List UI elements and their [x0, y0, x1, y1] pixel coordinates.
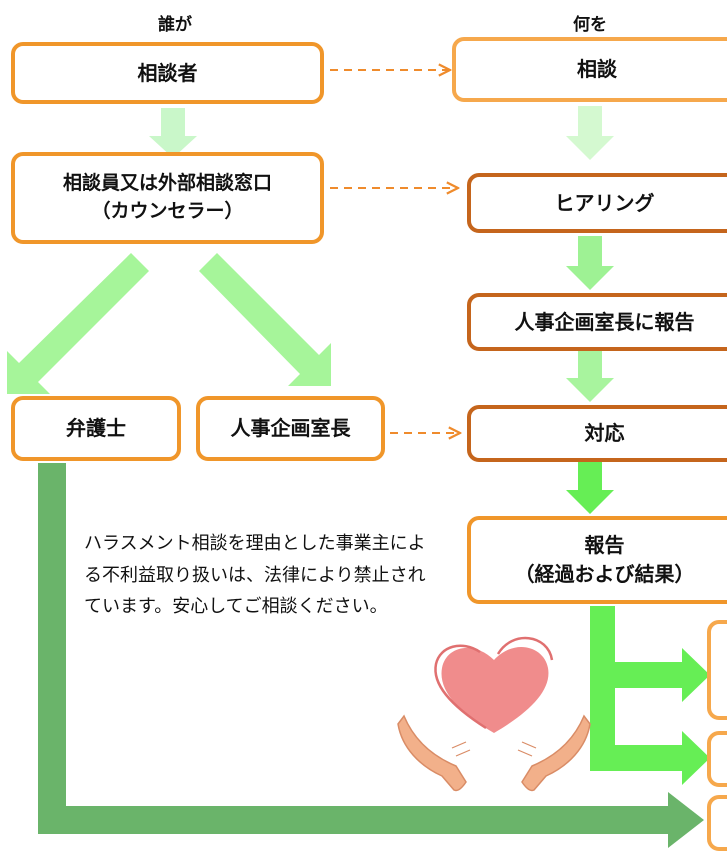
header-what: 何を — [573, 15, 607, 35]
branch-arrow — [590, 606, 710, 785]
arrow-consult-to-hearing — [566, 106, 614, 160]
box-consultant: 相談者 — [11, 42, 324, 104]
box-report-to-head-label: 人事企画室長に報告 — [514, 309, 695, 334]
box-counselor-line2: （カウンセラー） — [91, 200, 244, 222]
protection-note: ハラスメント相談を理由とした事業主による不利益取り扱いは、法律により禁止されてい… — [84, 533, 426, 617]
box-consultation-label: 相談 — [577, 57, 617, 81]
heart-in-hands-icon — [397, 637, 591, 792]
arrow-consultant-to-counselor — [149, 108, 197, 158]
box-counselor: 相談員又は外部相談窓口 （カウンセラー） — [11, 152, 324, 244]
box-response-label: 対応 — [584, 421, 625, 445]
box-final-report-line1: 報告 — [584, 533, 625, 557]
header-who: 誰が — [158, 15, 192, 35]
arrow-report-to-response — [566, 351, 614, 402]
offscreen-box-2 — [707, 731, 727, 787]
box-hearing: ヒアリング — [467, 173, 727, 233]
box-hr-head: 人事企画室長 — [196, 396, 385, 461]
arrow-counselor-to-lawyer — [7, 253, 149, 394]
arrow-counselor-to-hr-head — [199, 253, 331, 386]
box-response: 対応 — [467, 405, 727, 462]
box-final-report-line2: （経過および結果） — [514, 562, 695, 586]
box-consultation: 相談 — [452, 37, 727, 102]
offscreen-box-3 — [707, 795, 727, 851]
box-report-to-head: 人事企画室長に報告 — [467, 293, 727, 351]
lawyer-long-arrow — [38, 463, 704, 848]
box-hearing-label: ヒアリング — [554, 190, 655, 215]
offscreen-box-1 — [707, 620, 727, 720]
box-consultant-label: 相談者 — [137, 60, 198, 85]
arrow-response-to-final-report — [566, 462, 614, 514]
box-lawyer-label: 弁護士 — [66, 416, 126, 440]
box-counselor-line1: 相談員又は外部相談窓口 — [62, 172, 272, 195]
box-hr-head-label: 人事企画室長 — [230, 416, 351, 440]
box-lawyer: 弁護士 — [11, 396, 181, 461]
box-final-report: 報告 （経過および結果） — [467, 516, 727, 604]
arrow-hearing-to-report — [566, 236, 614, 290]
